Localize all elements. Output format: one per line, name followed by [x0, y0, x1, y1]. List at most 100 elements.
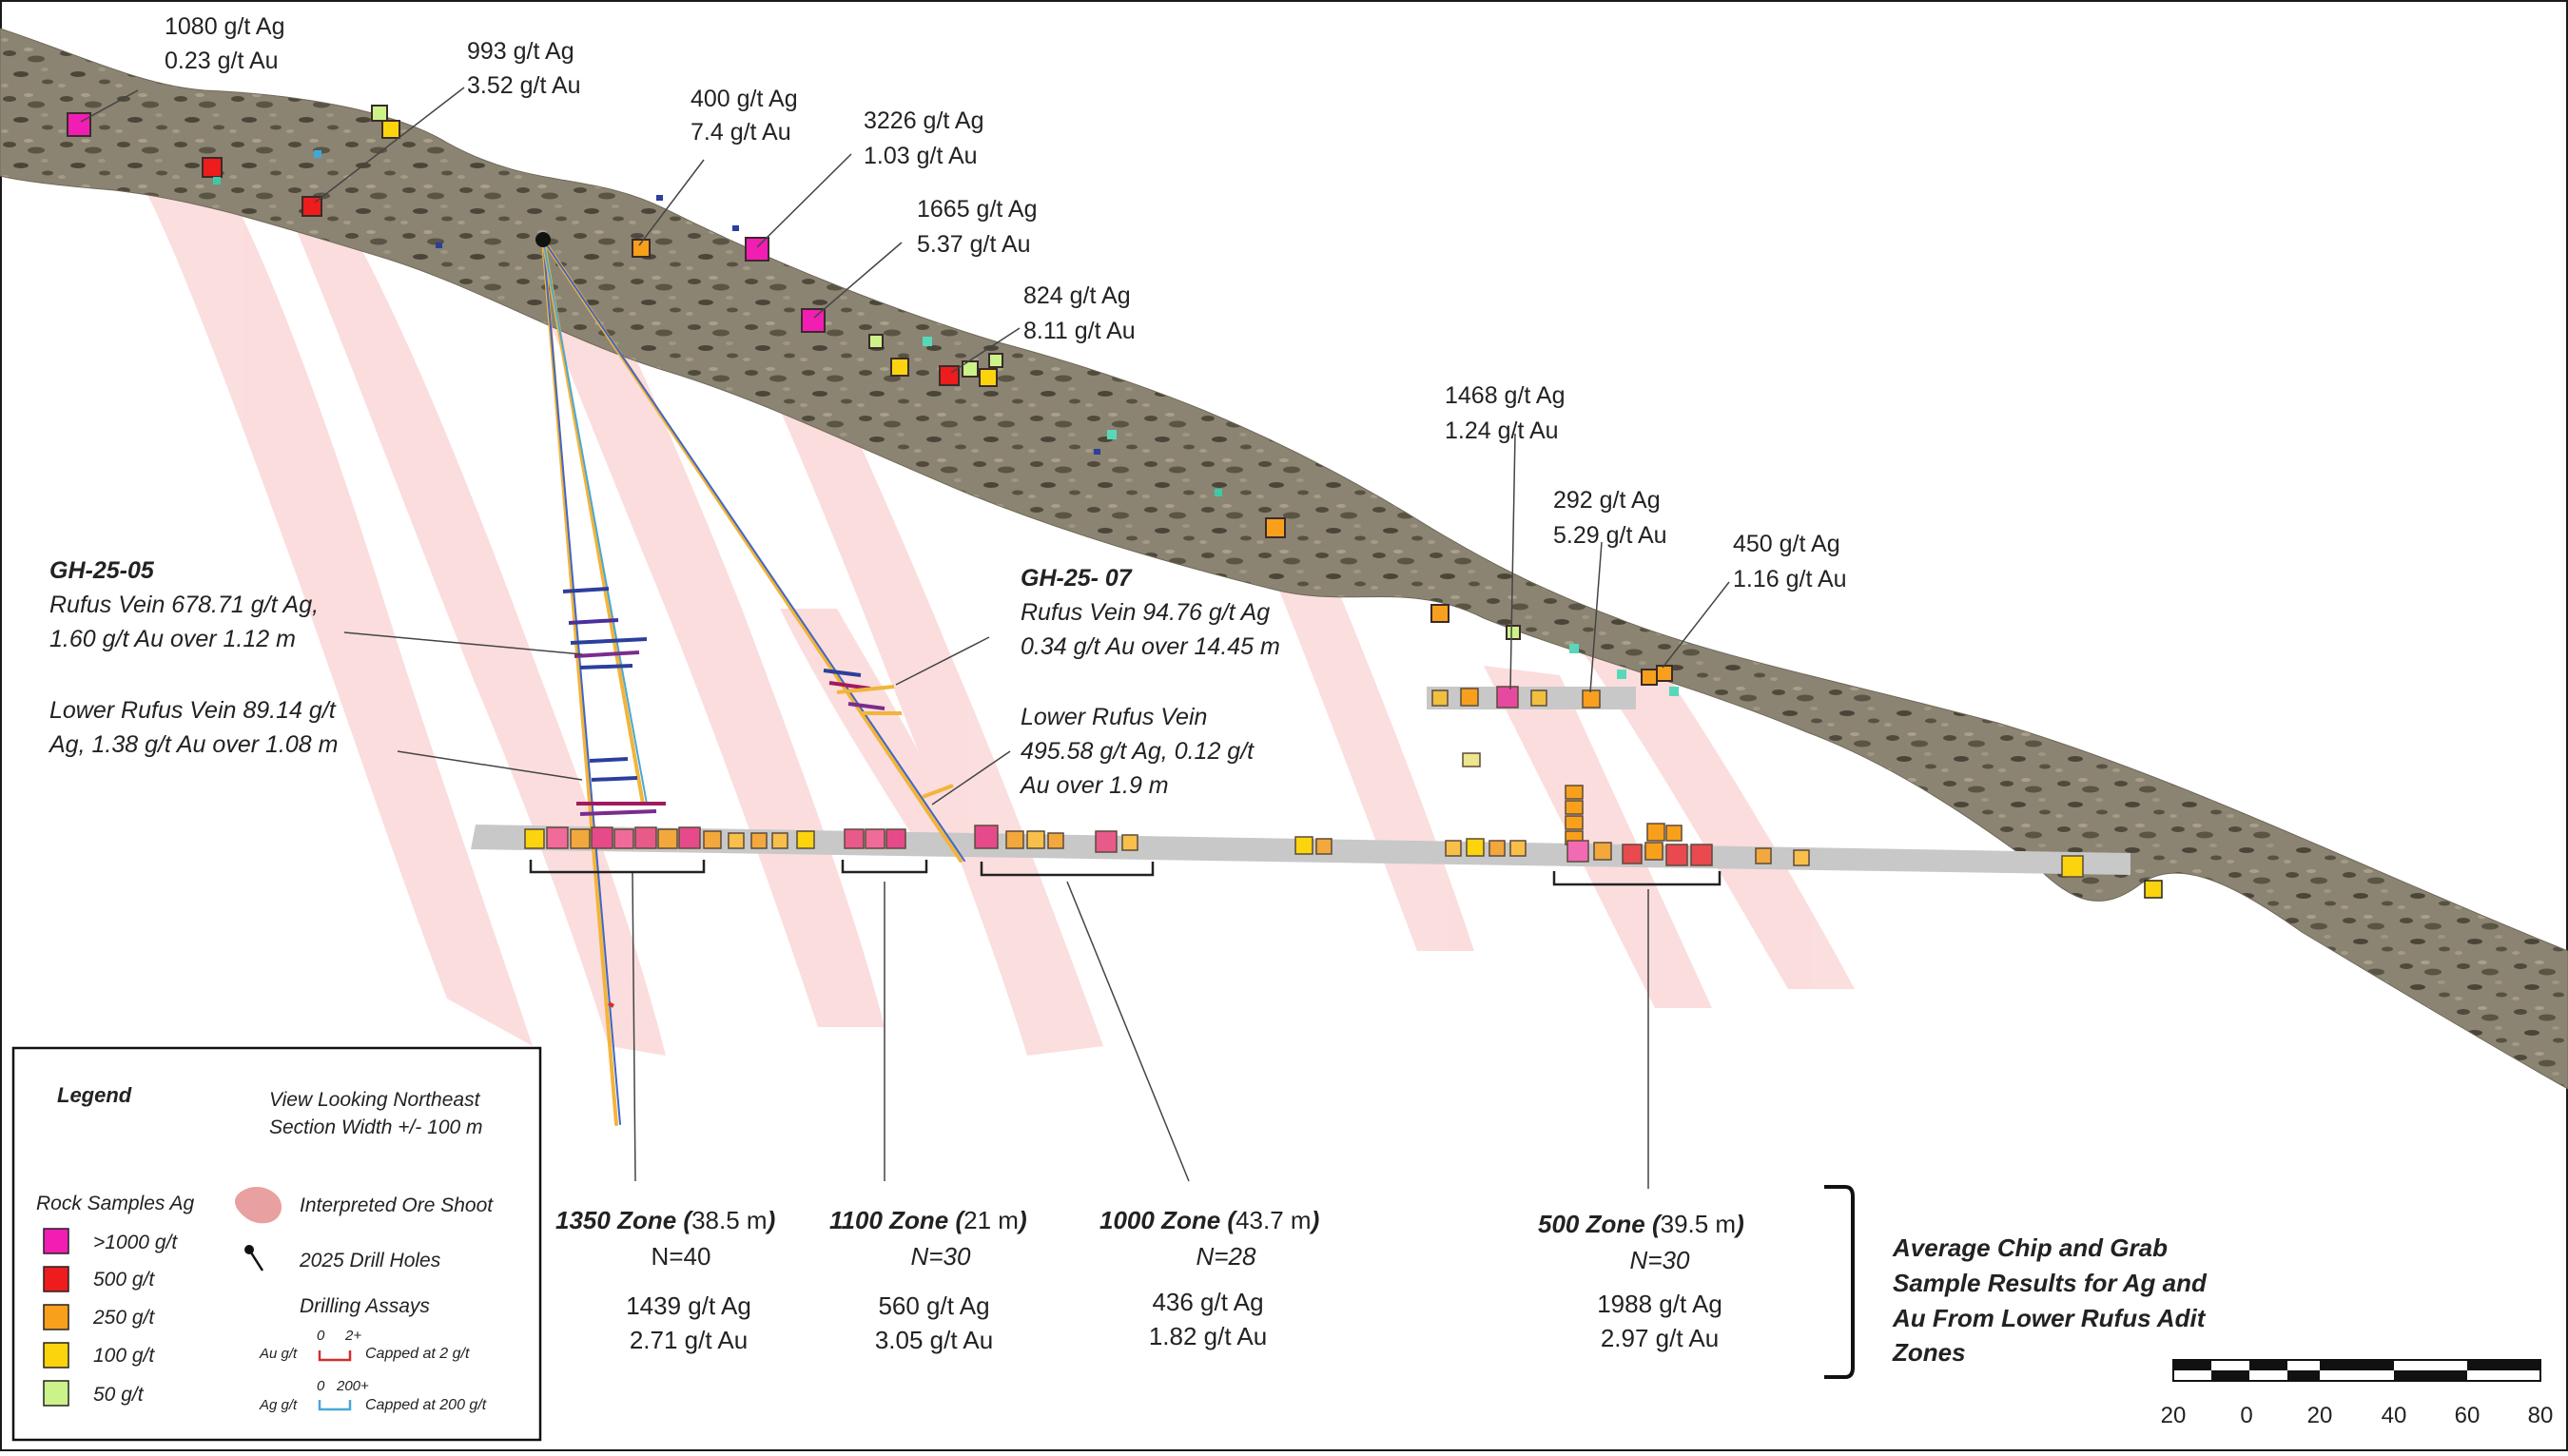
scale-tick-label: 60	[2455, 1403, 2480, 1428]
average-note-line: Sample Results for Ag and	[1893, 1269, 2208, 1297]
surface-callouts: 1080 g/t Ag 0.23 g/t Au 993 g/t Ag 3.52 …	[165, 13, 1847, 592]
chip-sample	[1315, 838, 1333, 855]
chip-sample	[657, 828, 678, 849]
ore-shoot-swatch	[235, 1186, 282, 1224]
chip-sample	[1496, 686, 1519, 709]
zone-au: 1.82 g/t Au	[1149, 1322, 1267, 1350]
scale-tick-label: 20	[2161, 1403, 2187, 1428]
assay-tick	[847, 702, 885, 710]
assay-tick	[579, 664, 633, 670]
drill-hole-name: GH-25- 07	[1021, 565, 1133, 592]
rock-sample	[1641, 669, 1658, 686]
legend: Legend View Looking Northeast Section Wi…	[11, 1046, 542, 1442]
legend-ag-cap: Capped at 200 g/t	[365, 1397, 487, 1413]
sample-point	[1669, 687, 1679, 696]
zone-bracket	[841, 860, 928, 874]
callout-au: 0.23 g/t Au	[165, 48, 279, 74]
callout-ag: 3226 g/t Ag	[864, 107, 984, 134]
chip-sample	[1462, 752, 1481, 767]
assay-tick	[570, 637, 648, 645]
assay-tick	[836, 685, 895, 694]
drill-hole-traces	[535, 232, 965, 1126]
zone-au: 2.97 g/t Au	[1601, 1324, 1719, 1352]
chip-sample	[1644, 842, 1663, 861]
leader-line	[895, 636, 990, 686]
summary-brace	[1824, 1185, 1855, 1379]
ore-shoot	[1484, 666, 1712, 1008]
chip-sample	[865, 828, 885, 849]
chip-sample	[1755, 847, 1772, 864]
legend-label: 250 g/t	[92, 1307, 155, 1329]
leader-line	[950, 327, 1021, 374]
chip-sample	[1582, 689, 1601, 709]
drill-intercept-line: Rufus Vein 678.71 g/t Ag,	[49, 592, 319, 618]
rock-sample	[1265, 517, 1286, 538]
drill-intercept-line: 1.60 g/t Au over 1.12 m	[49, 626, 296, 652]
legend-au-min: 0	[317, 1328, 325, 1344]
callout-ag: 1468 g/t Ag	[1445, 382, 1566, 409]
rock-sample	[67, 112, 91, 137]
legend-drilling-assays: Drilling Assays	[300, 1295, 430, 1317]
adit-chip-samples	[524, 686, 2163, 899]
zone-brackets	[529, 860, 1722, 886]
leader-lines	[80, 87, 1730, 1189]
callout-ag: 450 g/t Ag	[1733, 531, 1840, 557]
zone-title: 1000 Zone (43.7 m)	[1099, 1206, 1319, 1234]
zone-title: 1100 Zone (21 m)	[829, 1206, 1027, 1234]
legend-swatch-gt1000	[43, 1228, 69, 1254]
rock-sample	[381, 120, 400, 139]
legend-swatch-50	[43, 1380, 69, 1407]
legend-label: >1000 g/t	[93, 1232, 178, 1253]
rock-sample	[979, 368, 998, 387]
chip-sample	[1530, 689, 1547, 707]
callout-au: 5.37 g/t Au	[917, 231, 1031, 258]
rock-sample	[745, 237, 769, 262]
chip-sample	[546, 826, 569, 849]
chip-sample	[1445, 840, 1462, 857]
average-note: Average Chip and Grab Sample Results for…	[1892, 1233, 2208, 1367]
chip-sample	[1026, 830, 1045, 849]
leader-line	[343, 631, 583, 655]
callout-au: 5.29 g/t Au	[1553, 522, 1667, 549]
sample-point	[1107, 430, 1117, 439]
legend-rock-title: Rock Samples Ag	[36, 1193, 194, 1214]
sample-point	[1617, 670, 1626, 679]
scale-tick-label: 80	[2528, 1403, 2554, 1428]
chip-sample	[1665, 844, 1688, 866]
callout-ag: 1080 g/t Ag	[165, 13, 285, 40]
chip-sample	[1047, 832, 1064, 849]
sample-point	[1094, 449, 1100, 455]
chip-sample	[1622, 844, 1643, 864]
zone-ag: 560 g/t Ag	[878, 1291, 989, 1320]
legend-drill-holes: 2025 Drill Holes	[299, 1250, 441, 1272]
callout-ag: 993 g/t Ag	[467, 38, 574, 65]
legend-swatch-250	[43, 1304, 69, 1330]
legend-section-width: Section Width +/- 100 m	[269, 1116, 483, 1138]
callout-au: 3.52 g/t Au	[467, 72, 581, 99]
callout-ag: 400 g/t Ag	[691, 86, 798, 112]
legend-ore-shoot: Interpreted Ore Shoot	[300, 1194, 494, 1216]
legend-ag-label: Ag g/t	[259, 1397, 298, 1413]
assay-tick	[574, 650, 640, 658]
rock-sample	[371, 105, 388, 122]
drill-trace	[542, 239, 965, 862]
rock-sample	[868, 334, 884, 349]
legend-label: 100 g/t	[93, 1345, 155, 1367]
scale-bar-segment	[2249, 1360, 2287, 1370]
legend-view: View Looking Northeast	[269, 1089, 481, 1111]
leader-line	[1509, 433, 1516, 690]
chip-sample	[1646, 823, 1665, 842]
rock-sample	[202, 157, 223, 178]
assay-tick	[922, 784, 954, 799]
drill-assay-ticks	[562, 587, 954, 1008]
chip-sample	[1690, 844, 1713, 866]
average-note-line: Au From Lower Rufus Adit	[1892, 1304, 2207, 1332]
assay-tick	[568, 618, 619, 625]
chip-sample	[678, 826, 701, 849]
callout-au: 7.4 g/t Au	[691, 119, 791, 146]
legend-au-cap: Capped at 2 g/t	[365, 1346, 470, 1362]
leader-line	[1589, 541, 1603, 693]
sample-point	[1569, 644, 1579, 653]
